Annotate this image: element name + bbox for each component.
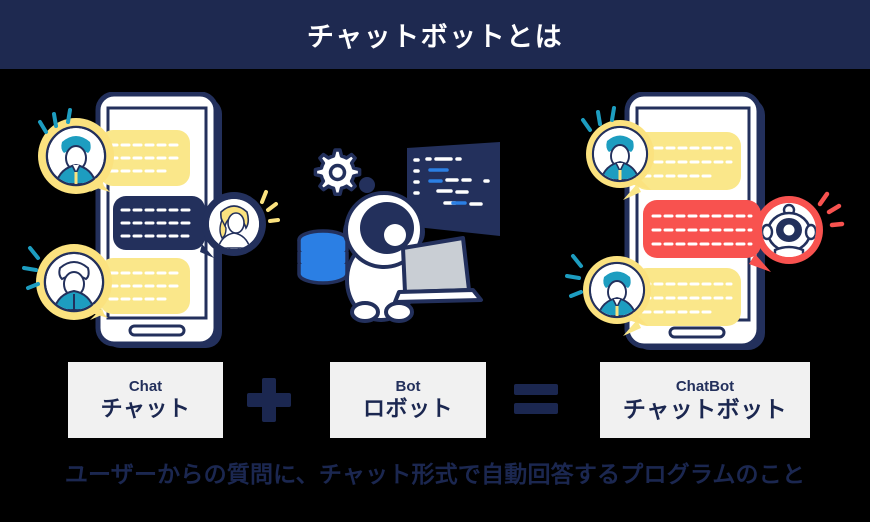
term-chat-ja: チャット (100, 397, 191, 422)
term-bot-en: Bot (395, 378, 421, 395)
avatar-user-1-icon (38, 108, 114, 194)
term-box-bot: Bot ロボット (330, 362, 486, 438)
chat-illustration (18, 91, 288, 354)
avatar-user-3-icon (202, 190, 280, 256)
summary-caption: ユーザーからの質問に、チャット形式で自動回答するプログラムのこと (64, 462, 806, 488)
plus-operator-icon (247, 378, 291, 422)
chat-illustration-svg (22, 91, 280, 348)
plus-vertical-bar (262, 378, 276, 422)
code-screen-icon (407, 142, 500, 236)
gear-icon (313, 148, 362, 196)
chatbot-bubble-user-top (623, 132, 741, 200)
chatbot-illustration (565, 91, 845, 354)
bot-illustration-svg (297, 142, 500, 323)
avatar-chatbot-user-2-icon (565, 254, 651, 326)
thought-dot-icon (359, 177, 375, 193)
avatar-chatbot-user-1-icon (581, 106, 654, 190)
equals-operator-icon (514, 384, 558, 416)
term-chatbot-ja: チャットボット (622, 396, 788, 423)
header-banner: チャットボットとは (0, 0, 870, 69)
chatbot-illustration-svg (565, 91, 845, 350)
avatar-user-2-icon (22, 244, 112, 320)
term-box-chatbot: ChatBot チャットボット (600, 362, 810, 438)
bot-illustration (295, 140, 510, 340)
database-icon (297, 229, 349, 285)
term-chat-en: Chat (128, 378, 163, 395)
avatar-bot-icon (755, 191, 845, 264)
chat-bubble-navy (113, 196, 214, 258)
chatbot-bubble-user-bottom (623, 268, 741, 336)
equals-bottom-bar (514, 403, 558, 414)
term-chatbot-en: ChatBot (675, 377, 735, 395)
term-box-chat: Chat チャット (68, 362, 223, 438)
laptop-icon (393, 236, 483, 304)
term-bot-ja: ロボット (362, 397, 453, 422)
page-title: チャットボットとは (306, 22, 564, 53)
chatbot-bubble-bot (643, 200, 771, 272)
equals-top-bar (514, 384, 558, 395)
